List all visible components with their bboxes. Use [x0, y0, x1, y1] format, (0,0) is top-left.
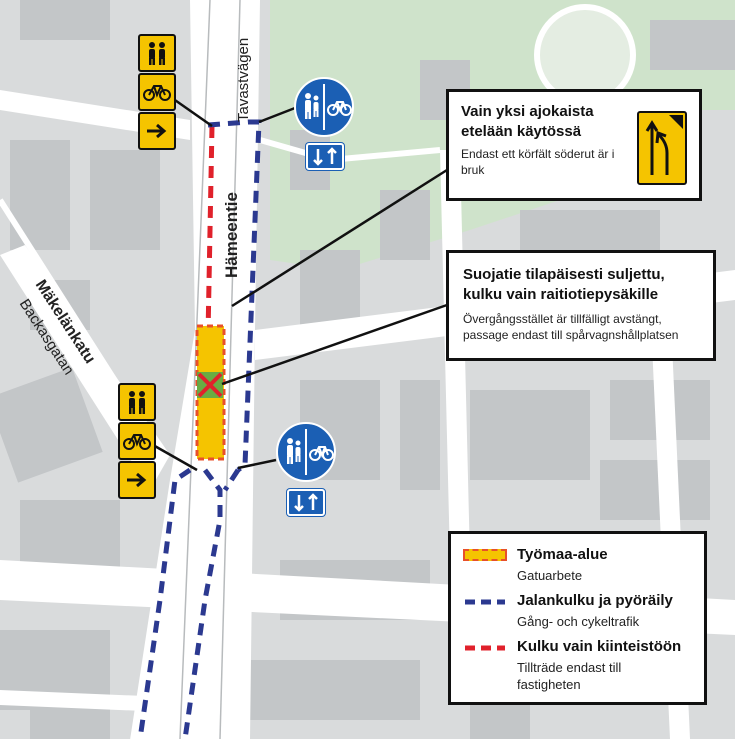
arrows-up-down-icon — [294, 493, 318, 512]
legend-swatch-pedestrian-cycle — [465, 599, 505, 605]
bicycle-icon — [327, 101, 352, 116]
legend-item-property-access: Kulku vain kiinteistöön Tillträde endast… — [463, 638, 692, 693]
lane-merge-sign — [637, 111, 687, 185]
legend-subtitle-property-access: Tillträde endast till fastigheten — [517, 660, 622, 692]
street-label-tavastvagen: Tavastvägen — [235, 37, 252, 122]
sign-stack-top-left — [138, 34, 176, 150]
legend-swatch-property-access — [465, 645, 505, 651]
bicycle-icon — [143, 85, 171, 101]
pedestrian-icon — [149, 42, 165, 65]
bicycle-icon — [123, 434, 151, 450]
leader-line-sign-bottom-left — [152, 443, 198, 472]
legend-title-work-area: Työmaa-alue — [517, 546, 608, 563]
closed-cross-icon — [197, 372, 223, 398]
sign-shared-path-bottom — [275, 421, 337, 488]
leader-line-sign-top-left — [171, 96, 213, 128]
pedestrian-icon — [287, 438, 301, 464]
legend-item-work-area: Työmaa-alue Gatuarbete — [463, 546, 692, 584]
leader-line-sign-bottom-right — [237, 458, 277, 470]
callout-lane-title: Vain yksi ajokaista etelään käytössä — [461, 103, 594, 140]
sign-two-way-bottom — [287, 489, 325, 516]
legend-title-pedestrian-cycle: Jalankulku ja pyöräily — [517, 592, 673, 609]
callout-crossing-title: Suojatie tilapäisesti suljettu, kulku va… — [463, 266, 665, 303]
shared-path-sign — [276, 422, 336, 482]
callout-lane-restriction: Vain yksi ajokaista etelään käytössä End… — [446, 89, 702, 201]
legend-subtitle-work-area: Gatuarbete — [517, 568, 583, 583]
street-label-hameentie: Hämeentie — [222, 192, 241, 278]
shared-path-sign — [294, 77, 354, 137]
bicycle-icon — [309, 446, 334, 461]
legend: Työmaa-alue Gatuarbete Jalankulku ja pyö… — [448, 531, 707, 705]
pedestrian-sign — [118, 383, 156, 421]
bicycle-sign — [138, 73, 176, 111]
arrow-right-sign — [138, 112, 176, 150]
callout-crossing-closed: Suojatie tilapäisesti suljettu, kulku va… — [446, 250, 716, 361]
arrow-right-sign — [118, 461, 156, 499]
leader-line-sign-top-right — [258, 106, 296, 124]
legend-title-property-access: Kulku vain kiinteistöön — [517, 638, 682, 655]
bicycle-sign — [118, 422, 156, 460]
lane-merge-icon — [645, 115, 683, 175]
pedestrian-sign — [138, 34, 176, 72]
pedestrian-icon — [305, 93, 319, 119]
arrow-right-icon — [127, 472, 147, 488]
arrow-right-icon — [147, 123, 167, 139]
callout-crossing-text: Övergångsstället är tillfälligt avstängt… — [463, 312, 679, 342]
leader-line-crossing — [221, 303, 448, 386]
sign-shared-path-top — [293, 76, 355, 143]
legend-swatch-work-area — [463, 549, 507, 561]
legend-item-pedestrian-cycle: Jalankulku ja pyöräily Gång- och cykeltr… — [463, 592, 692, 630]
sign-stack-bottom-left — [118, 383, 156, 499]
leader-line-lane — [231, 168, 448, 308]
callout-lane-text: Endast ett körfält söderut är i bruk — [461, 147, 615, 177]
legend-subtitle-pedestrian-cycle: Gång- och cykeltrafik — [517, 614, 640, 629]
sign-two-way-top — [306, 143, 344, 170]
arrows-up-down-icon — [313, 147, 337, 166]
pedestrian-icon — [129, 391, 145, 414]
